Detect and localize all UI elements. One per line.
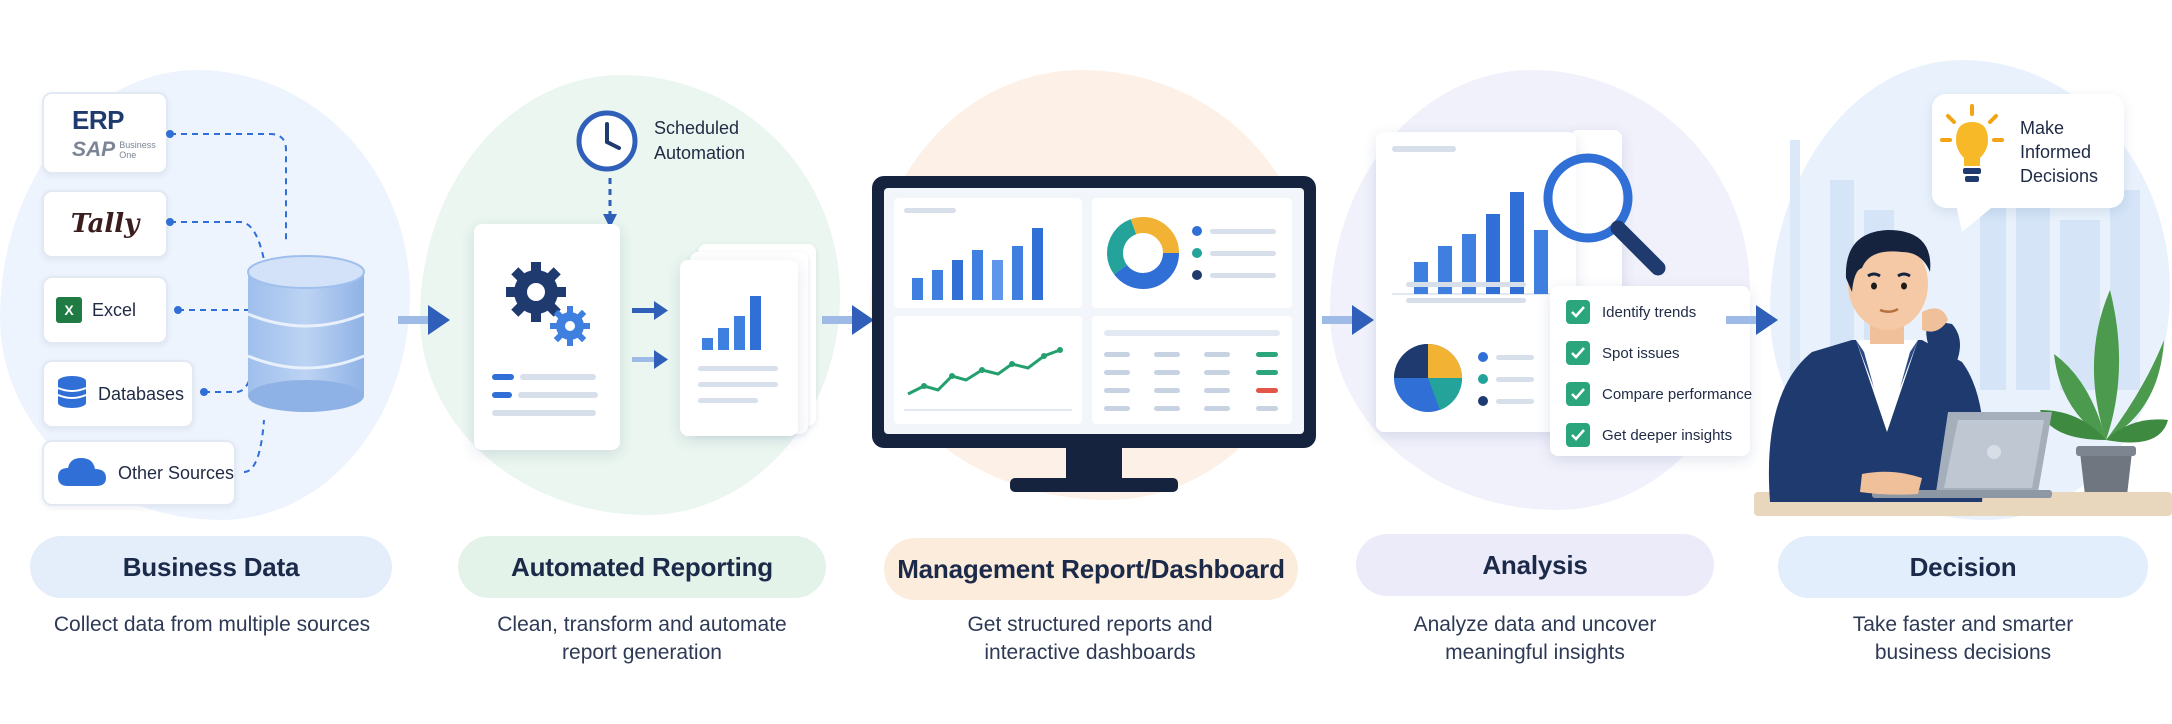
magnifier-icon xyxy=(1543,153,1666,276)
source-erp-sap-card: ERP SAP Business One xyxy=(42,92,168,174)
cloud-icon xyxy=(56,454,108,493)
excel-icon: X xyxy=(56,297,82,323)
analysis-checklist: Identify trends Spot issues Compare perf… xyxy=(1550,286,1752,456)
generated-report-document xyxy=(680,260,798,436)
stage-title-analysis: Analysis xyxy=(1356,534,1714,596)
lightbulb-icon xyxy=(1940,104,2004,182)
analysis-report-sheet xyxy=(1376,132,1576,432)
stage-title-decision: Decision xyxy=(1778,536,2148,598)
potted-plant xyxy=(2040,290,2168,504)
check-item-3: Compare performance xyxy=(1566,382,1752,406)
dashboard-line-panel xyxy=(894,316,1082,424)
dashboard-table-panel xyxy=(1092,316,1292,424)
other-sources-label: Other Sources xyxy=(118,462,235,483)
check-icon xyxy=(1566,300,1590,324)
decision-bubble-text: Make Informed Decisions xyxy=(2020,118,2099,186)
flow-arrow-1 xyxy=(398,305,450,335)
processing-arrows xyxy=(632,301,668,369)
automation-dashed-arrow xyxy=(603,178,617,228)
excel-label: Excel xyxy=(92,299,137,320)
monitor-frame xyxy=(872,176,1316,448)
monitor-stand xyxy=(1010,478,1178,492)
dashboard-line-chart xyxy=(904,347,1072,411)
flow-arrow-2 xyxy=(822,305,874,335)
stage-desc-management-report: Get structured reports and interactive d… xyxy=(967,613,1213,664)
flow-arrow-4 xyxy=(1726,305,1778,335)
analysis-pie-chart xyxy=(1394,344,1463,412)
database-icon xyxy=(56,374,88,415)
stage-title-management-report: Management Report/Dashboard xyxy=(884,538,1298,600)
erp-label: ERP xyxy=(72,104,124,135)
stage-desc-decision: Take faster and smarter business decisio… xyxy=(1852,613,2074,664)
processing-document xyxy=(474,224,620,450)
tally-logo: Tally xyxy=(70,209,140,239)
monitor-screen xyxy=(884,188,1304,434)
check-icon xyxy=(1566,382,1590,406)
dashboard-donut-panel xyxy=(1092,198,1292,308)
report-bar-chart-icon xyxy=(702,296,761,350)
dashboard-bar-panel xyxy=(894,198,1082,308)
stage-desc-automated-reporting: Clean, transform and automate report gen… xyxy=(497,613,787,664)
source-databases-card: Databases xyxy=(42,360,194,428)
source-other-card: Other Sources xyxy=(42,440,236,506)
stage-title-business-data: Business Data xyxy=(30,536,392,598)
central-database-icon xyxy=(247,255,365,412)
speech-bubble-tail xyxy=(1956,204,1996,232)
sap-logo: SAP Business One xyxy=(72,137,156,161)
databases-label: Databases xyxy=(98,383,185,404)
clock-icon xyxy=(576,110,638,172)
source-tally-card: Tally xyxy=(42,190,168,258)
businessman-illustration xyxy=(1768,230,2052,502)
stage-desc-business-data: Collect data from multiple sources xyxy=(53,613,371,636)
check-item-2: Spot issues xyxy=(1566,341,1680,365)
check-icon xyxy=(1566,341,1590,365)
flow-arrow-3 xyxy=(1322,305,1374,335)
dashboard-bar-chart xyxy=(912,228,1043,300)
stage-desc-analysis: Analyze data and uncover meaningful insi… xyxy=(1413,613,1657,664)
monitor-neck xyxy=(1066,448,1122,482)
source-excel-card: X Excel xyxy=(42,276,168,344)
dashboard-donut-chart xyxy=(1107,217,1179,289)
gears-icon xyxy=(506,262,590,346)
scheduled-automation-label: Scheduled Automation xyxy=(654,118,746,163)
check-icon xyxy=(1566,423,1590,447)
check-item-4: Get deeper insights xyxy=(1566,423,1732,447)
stage-title-automated-reporting: Automated Reporting xyxy=(458,536,826,598)
check-item-1: Identify trends xyxy=(1566,300,1696,324)
